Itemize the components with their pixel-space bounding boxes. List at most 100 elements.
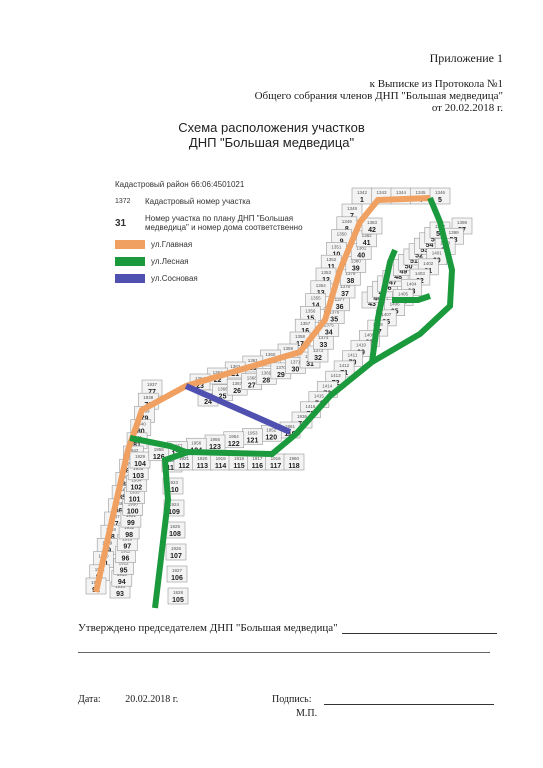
blank-line-1 (78, 652, 490, 653)
plot-cadastral-number: 1382 (362, 233, 373, 238)
plot-cadastral-number: 1923 (168, 480, 179, 485)
plot-cadastral-number: 1362 (230, 364, 241, 369)
legend-cad-sample: 1372 (115, 198, 131, 205)
scheme-title-line-2: ДНП "Большая медведица" (188, 135, 355, 150)
plot-number: 8 (345, 226, 349, 233)
plot-cadastral-number: 1956 (191, 440, 202, 445)
plot-number: 39 (352, 265, 360, 272)
plot-number: 112 (178, 463, 189, 470)
plot-cadastral-number: 1373 (313, 348, 324, 353)
approval-line: Утверждено председателем ДНП "Большая ме… (78, 622, 497, 634)
plot-cell-outline (429, 187, 451, 205)
plot-number: 85 (118, 495, 126, 502)
plot-cadastral-number: 1938 (143, 395, 154, 400)
plot-cadastral-number: 1379 (345, 271, 356, 276)
plot-cell-outline (165, 543, 187, 561)
legend-road-main: ул.Главная (115, 240, 325, 249)
plot-cadastral-number: 1958 (154, 447, 165, 452)
plot-number: 103 (132, 473, 144, 480)
plot-number: 28 (262, 377, 270, 384)
plot-number: 42 (368, 227, 376, 234)
road-main (93, 195, 431, 593)
plot-cadastral-number: 1358 (295, 334, 306, 339)
appendix-line-3: от 20.02.2018 г. (431, 102, 503, 114)
plot-cell: 1929 104 (129, 451, 151, 469)
plot-cadastral-number: 1911 (121, 549, 131, 554)
plot-number: 86 (115, 508, 123, 515)
plot-number: 81 (133, 442, 141, 449)
plot-number: 7 (350, 213, 354, 220)
plot-cadastral-number: 1928 (173, 590, 184, 595)
plot-cadastral-number: 1955 (210, 437, 221, 442)
plot-cadastral-number: 1377 (335, 297, 346, 302)
plot-number: 97 (123, 544, 131, 551)
plot-cadastral-number: 1342 (357, 190, 368, 195)
plot-number: 122 (228, 441, 240, 448)
legend: Кадастровый район 66:06:4501021 1372 Кад… (115, 180, 325, 291)
legend-plot-number: 31 Номер участка по плану ДНП "Большая м… (115, 214, 325, 232)
plot-cadastral-number: 1912 (119, 560, 130, 565)
plot-cadastral-number: 1954 (229, 434, 240, 439)
plot-cadastral-number: 1359 (283, 346, 294, 351)
plot-cadastral-number: 1929 (135, 454, 146, 459)
plot-cadastral-number: 1405 (398, 291, 409, 296)
plot-cadastral-number: 1934 (131, 478, 142, 483)
plot-number: 44 (373, 296, 381, 303)
appendix-line-1: к Выписке из Протокола №1 (369, 78, 503, 90)
plot-cadastral-number: 1917 (252, 456, 263, 461)
legend-plot-text: Номер участка по плану ДНП "Большая медв… (145, 214, 303, 232)
plot-cadastral-number: 1942 (128, 448, 139, 453)
plot-cadastral-number: 1346 (435, 190, 446, 195)
plot-number: 105 (172, 597, 184, 604)
plot-cadastral-number: 1930 (128, 501, 139, 506)
road-forest-branch-2 (392, 293, 431, 303)
plot-number: 52 (415, 253, 423, 260)
plot-number: 46 (384, 285, 392, 292)
plot-cadastral-number: 1924 (169, 502, 180, 507)
plot-cadastral-number: 1913 (117, 572, 128, 577)
plot-cadastral-number: 1361 (248, 358, 259, 363)
plot-cadastral-number: 1404 (406, 281, 417, 286)
plot-number: 93 (116, 591, 124, 598)
plot-cadastral-number: 1936 (297, 414, 308, 419)
plot-number: 32 (314, 355, 322, 362)
plot-number: 10 (333, 251, 341, 258)
plot-number: 53 (420, 247, 428, 254)
plot-number: 23 (196, 383, 204, 390)
plot-number: 37 (341, 291, 349, 298)
plot-cell-outline (283, 453, 305, 471)
plot-cell-outline (361, 217, 383, 235)
plot-number: 104 (134, 461, 146, 468)
plot-cadastral-number: 1403 (415, 271, 426, 276)
plot-cadastral-number: 1360 (265, 352, 276, 357)
plot-cadastral-number: 1933 (130, 489, 141, 494)
plot-cadastral-number: 1363 (213, 370, 224, 375)
plot-number: 106 (171, 575, 183, 582)
plot-number: 17 (296, 341, 304, 348)
plot-cell: 1954 122 (223, 431, 245, 449)
plot-number: 126 (153, 454, 165, 461)
plot-cadastral-number: 1413 (331, 373, 342, 378)
seal-label: М.П. (296, 708, 318, 719)
plot-number: 98 (125, 532, 133, 539)
plot-cadastral-number: 1344 (396, 190, 407, 195)
date-value: 20.02.2018 г. (125, 694, 179, 705)
plot-cadastral-number: 1916 (271, 456, 282, 461)
plot-number: 40 (357, 253, 365, 260)
plot-cadastral-number: 1343 (376, 190, 387, 195)
legend-cadastral: 1372 Кадастровый номер участка (115, 197, 325, 206)
plot-number: 36 (336, 304, 344, 311)
plot-cadastral-number: 1369 (261, 370, 272, 375)
plot-number: 38 (347, 278, 355, 285)
plot-cadastral-number: 1953 (247, 431, 258, 436)
plot-number: 48 (394, 274, 402, 281)
plot-number: 87 (111, 521, 119, 528)
plot-cadastral-number: 1354 (316, 283, 327, 288)
plot-cadastral-number: 1914 (115, 584, 126, 589)
plot-cadastral-number: 1367 (232, 381, 243, 386)
plot-cadastral-number: 1370 (276, 365, 287, 370)
